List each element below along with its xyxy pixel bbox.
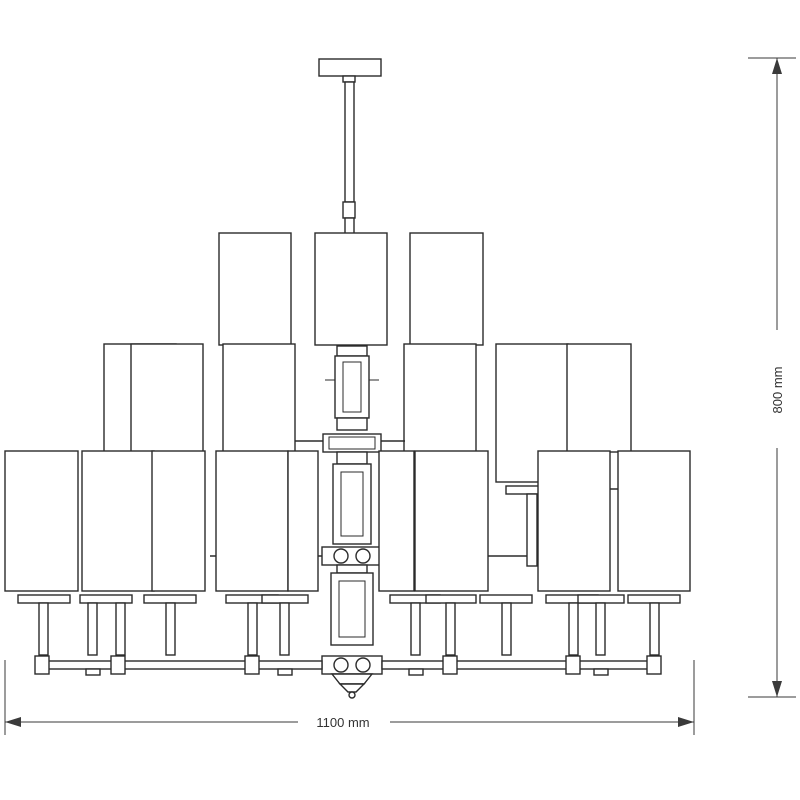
candle-stems [38, 602, 660, 656]
width-label: 1100 mm [316, 715, 369, 730]
shade [215, 450, 289, 592]
shade [378, 450, 415, 592]
middle-tier-shades [103, 343, 632, 483]
shade [151, 450, 206, 592]
shade [403, 343, 477, 453]
shade [81, 450, 155, 592]
shade [414, 450, 489, 592]
bottom-ring [34, 655, 662, 676]
shade [617, 450, 691, 592]
shade [409, 232, 484, 346]
shade [130, 343, 204, 453]
top-tier-shades [218, 232, 484, 346]
ceiling-canopy [318, 58, 382, 83]
height-label: 800 mm [770, 367, 785, 414]
width-dimension: 1100 mm [4, 660, 695, 735]
shade [4, 450, 79, 592]
shade [566, 343, 632, 453]
shade [537, 450, 611, 592]
shade [218, 232, 292, 346]
shade [287, 450, 319, 592]
bottom-tier-shades [4, 450, 691, 592]
shade [222, 343, 296, 453]
shade [314, 232, 388, 346]
height-dimension: 800 mm [748, 57, 796, 698]
